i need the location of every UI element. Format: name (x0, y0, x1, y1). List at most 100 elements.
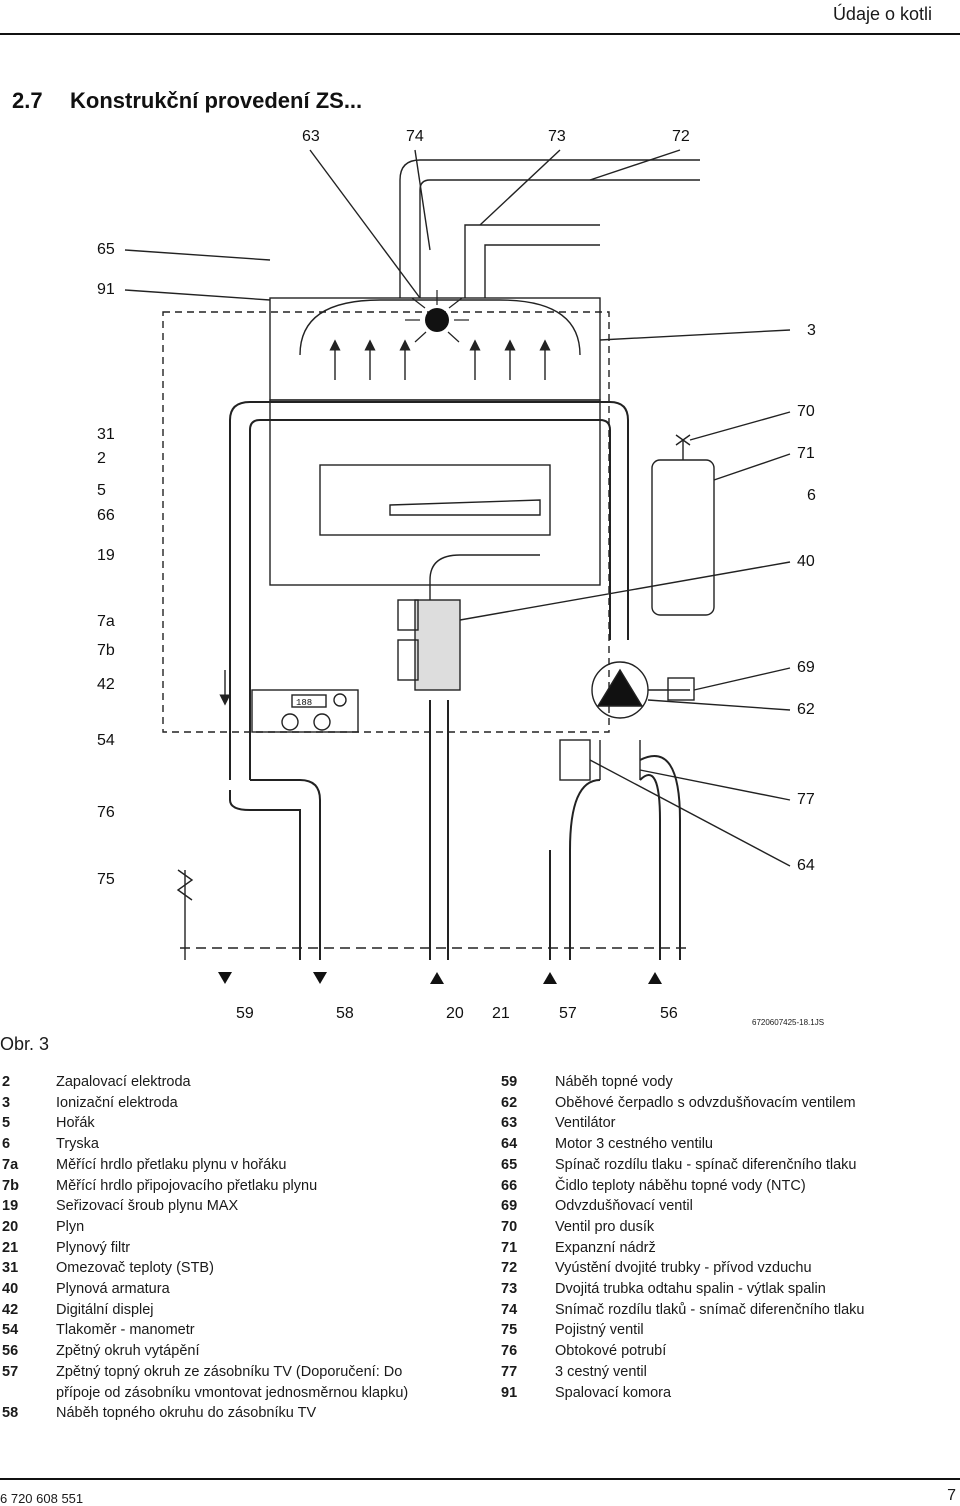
legend-number: 6 (2, 1136, 11, 1153)
label-65: 65 (97, 241, 115, 258)
legend-text: Ionizační elektroda (56, 1094, 178, 1111)
label-76: 76 (97, 804, 115, 821)
leader-73 (479, 149, 561, 226)
legend-text: Odvzdušňovací ventil (555, 1198, 693, 1215)
legend-number: 40 (2, 1281, 19, 1298)
legend-text: Dvojitá trubka odtahu spalin - výtlak sp… (555, 1281, 826, 1298)
leader-64 (589, 759, 791, 867)
label-54: 54 (97, 732, 115, 749)
legend-number: 73 (501, 1281, 518, 1298)
legend-number: 64 (501, 1136, 518, 1153)
flue-pipe-outer (399, 159, 700, 298)
legend-number: 20 (2, 1218, 19, 1235)
label-66: 66 (97, 507, 115, 524)
section-number: 2.7 (12, 88, 43, 113)
gas-valve-port-top (397, 599, 419, 631)
legend-text: Zpětný okruh vytápění (56, 1343, 200, 1360)
control-panel (251, 689, 359, 733)
legend-item: 20 Plyn (2, 1217, 472, 1238)
label-20: 20 (446, 1005, 464, 1022)
legend-text: Zapalovací elektroda (56, 1074, 191, 1090)
dhw-return-bend (569, 779, 601, 851)
legend-text: Měřící hrdlo přetlaku plynu v hořáku (56, 1156, 287, 1173)
gas-valve (414, 599, 461, 691)
legend-number: 66 (501, 1177, 518, 1194)
burner-nozzle (389, 499, 541, 516)
fan-cowl (299, 299, 581, 356)
legend-text: Seřizovací šroub plynu MAX (56, 1198, 239, 1215)
leader-74 (414, 149, 431, 251)
figure-doc-id: 6720607425-18.1JS (752, 1018, 825, 1027)
label-42: 42 (97, 676, 115, 693)
legend-number: 75 (501, 1322, 518, 1339)
footer-doc-number: 6 720 608 551 (0, 1491, 84, 1506)
legend-text: Náběh topné vody (555, 1074, 673, 1090)
label-31: 31 (97, 426, 115, 443)
bypass-pipe-inner (229, 790, 301, 960)
label-91: 91 (97, 281, 115, 298)
legend-number: 57 (2, 1363, 19, 1380)
label-40: 40 (797, 553, 815, 570)
label-69: 69 (797, 659, 815, 676)
legend-text: Oběhové čerpadlo s odvzdušňovacím ventil… (555, 1094, 856, 1111)
label-7a: 7a (97, 613, 115, 630)
label-77: 77 (797, 791, 815, 808)
legend-text: Omezovač teploty (STB) (56, 1260, 214, 1277)
label-70: 70 (797, 403, 815, 420)
legend-text: Plyn (56, 1218, 85, 1235)
legend-text: Expanzní nádrž (555, 1239, 656, 1256)
leader-63 (309, 149, 421, 299)
legend-number: 19 (2, 1198, 19, 1215)
flue-gas-arrows (219, 339, 551, 706)
bypass-pipe-outer (250, 779, 321, 960)
legend-number: 31 (2, 1260, 19, 1277)
figure-caption: Obr. 3 (0, 1034, 50, 1054)
boiler-body (269, 399, 601, 586)
legend-text: Obtokové potrubí (555, 1343, 667, 1360)
flow-pipe-outer (229, 401, 629, 780)
legend-text: Čidlo teploty náběhu topné vody (NTC) (555, 1177, 806, 1194)
legend-number: 54 (2, 1322, 19, 1339)
boiler-diagram: 188 (124, 149, 791, 984)
legend-item: 73 Dvojitá trubka odtahu spalin - výtlak … (501, 1279, 951, 1300)
gas-supply-pipe (429, 554, 540, 600)
air-vent-valve (667, 677, 695, 701)
pump-triangle (596, 668, 644, 707)
legend-number: 63 (501, 1115, 518, 1132)
burner (319, 464, 551, 536)
legend-number: 69 (501, 1198, 518, 1215)
leader-91 (124, 289, 271, 301)
fan-hub (425, 308, 449, 332)
legend-number: 70 (501, 1218, 518, 1235)
legend-item: 40 Plynová armatura (2, 1279, 472, 1300)
legend-number: 21 (2, 1239, 19, 1256)
connection-arrows (218, 972, 662, 984)
legend-text: Plynová armatura (56, 1281, 170, 1298)
legend-number: 62 (501, 1094, 518, 1111)
legend-text: Snímač rozdílu tlaků - snímač diferenční… (555, 1301, 865, 1318)
legend-text: Vyústění dvojité trubky - přívod vzduchu (555, 1260, 812, 1277)
control-display-text: 188 (296, 698, 312, 708)
label-64: 64 (797, 857, 815, 874)
legend-text: Spalovací komora (555, 1384, 672, 1401)
label-63: 63 (302, 128, 320, 145)
leader-71 (713, 453, 791, 481)
legend-item: 62 Oběhové čerpadlo s odvzdušňovacím vent… (501, 1093, 951, 1114)
